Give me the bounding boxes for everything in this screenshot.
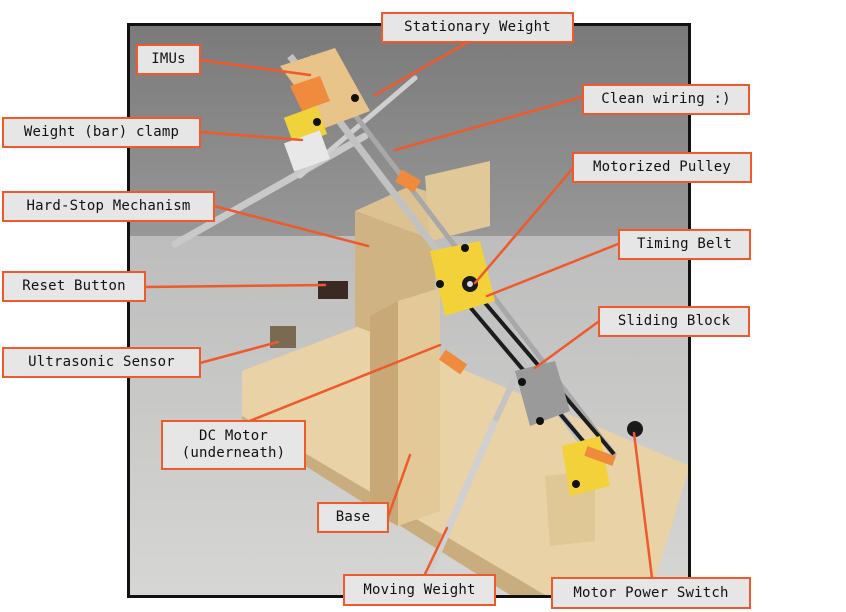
label-base: Base [317, 502, 389, 533]
label-dc-motor: DC Motor (underneath) [161, 420, 306, 470]
label-moving-weight: Moving Weight [343, 574, 496, 606]
label-sliding-block: Sliding Block [598, 306, 750, 337]
label-imus: IMUs [136, 44, 201, 75]
label-hard-stop-mechanism: Hard-Stop Mechanism [2, 191, 215, 222]
label-ultrasonic-sensor: Ultrasonic Sensor [2, 347, 201, 378]
label-motorized-pulley: Motorized Pulley [572, 152, 752, 183]
label-weight-bar-clamp: Weight (bar) clamp [2, 117, 201, 148]
label-stationary-weight: Stationary Weight [381, 12, 574, 43]
label-timing-belt: Timing Belt [618, 229, 751, 260]
label-reset-button: Reset Button [2, 271, 146, 302]
label-motor-power-switch: Motor Power Switch [551, 577, 751, 609]
label-clean-wiring: Clean wiring :) [582, 84, 750, 115]
